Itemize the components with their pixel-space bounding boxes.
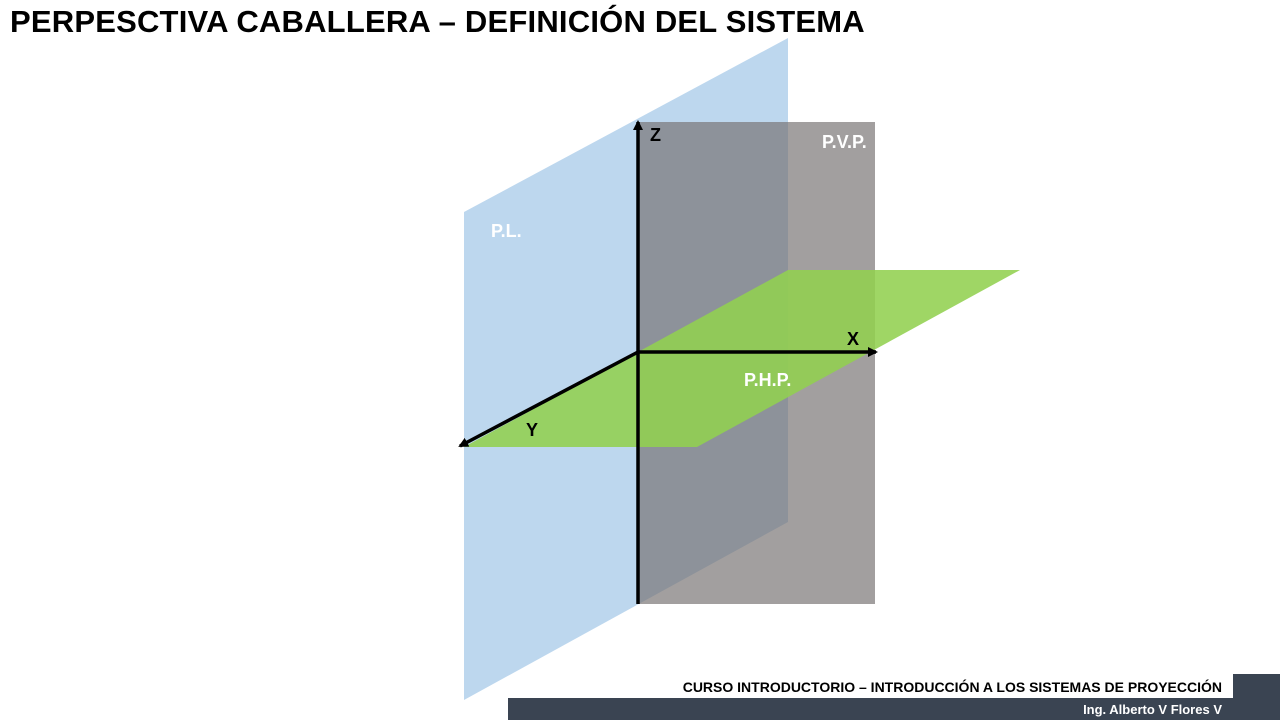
x-axis-label: X bbox=[847, 329, 859, 349]
footer-bar bbox=[508, 698, 1280, 720]
horizontal-plane-label: P.H.P. bbox=[744, 370, 791, 390]
footer-accent-block bbox=[1233, 674, 1280, 698]
y-axis-label: Y bbox=[526, 420, 538, 440]
author-name: Ing. Alberto V Flores V bbox=[1083, 702, 1222, 717]
lateral-plane-label: P.L. bbox=[491, 221, 522, 241]
horizontal-plane bbox=[464, 270, 1020, 447]
vertical-plane-label: P.V.P. bbox=[822, 132, 867, 152]
y-axis bbox=[458, 350, 639, 448]
slide-title: PERPESCTIVA CABALLERA – DEFINICIÓN DEL S… bbox=[10, 4, 865, 39]
course-title: CURSO INTRODUCTORIO – INTRODUCCIÓN A LOS… bbox=[682, 679, 1222, 695]
z-axis-label: Z bbox=[650, 125, 661, 145]
